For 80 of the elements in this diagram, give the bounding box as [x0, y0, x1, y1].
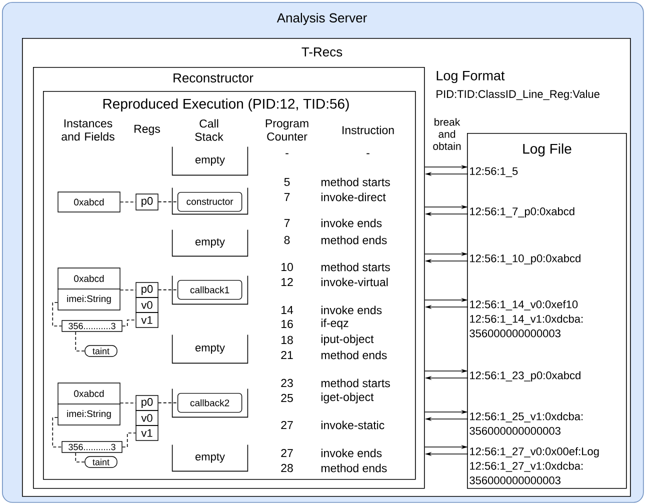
counter-value: 12	[281, 278, 293, 286]
value-box: 356...........3	[62, 441, 122, 453]
instruction-text: iget-object	[321, 392, 374, 404]
log-entry: 12:56:1_23_p0:0xabcd	[470, 371, 580, 382]
dashed-link	[122, 320, 136, 326]
column-header: Regs	[134, 124, 160, 136]
dashed-link	[122, 432, 136, 448]
stack-frame: empty	[172, 444, 248, 472]
stack-frame	[172, 187, 248, 215]
method-box: callback1	[177, 280, 242, 300]
register-box: p0	[136, 194, 158, 210]
stack-frame: empty	[172, 334, 248, 364]
stack-frame	[172, 388, 248, 418]
counter-value: 28	[281, 464, 293, 472]
counter-value: 8	[284, 236, 290, 244]
stack-frame: empty	[172, 229, 248, 257]
counter-value: 7	[284, 193, 290, 201]
register-box: v1	[136, 312, 158, 328]
counter-value: 23	[281, 378, 293, 388]
dashed-link	[158, 289, 178, 290]
register-box: v1	[136, 425, 158, 441]
stack-frame: empty	[172, 146, 248, 176]
taint-tag: taint	[84, 456, 118, 468]
instruction-text: method starts	[321, 378, 390, 388]
column-header: Instances and Fields	[62, 119, 114, 141]
register-box: p0	[136, 395, 158, 411]
counter-value: 27	[281, 421, 293, 430]
counter-value: 7	[284, 219, 290, 227]
counter-value: 18	[281, 336, 293, 344]
dashed-link	[158, 402, 178, 404]
counter-value: 25	[281, 394, 293, 402]
counter-value: 10	[281, 262, 293, 272]
method-box: callback2	[177, 392, 242, 413]
log-entry: 12:56:1_14_v0:0xef10 12:56:1_14_v1:0xdcba: 356000000000003	[470, 300, 583, 338]
column-header: Program Counter	[266, 119, 308, 141]
log-entry: 12:56:1_5	[470, 167, 518, 178]
counter-value: -	[286, 153, 288, 154]
register-box: 0xabcd	[58, 192, 120, 212]
instruction-text: invoke-direct	[321, 192, 386, 202]
format-title: Log Format	[436, 70, 505, 84]
instruction-text: -	[366, 153, 370, 154]
register-box: p0	[136, 282, 158, 298]
stack-frame	[172, 275, 248, 305]
instruction-text: invoke-static	[321, 420, 384, 430]
counter-value: 16	[281, 320, 293, 328]
instruction-text: invoke-virtual	[321, 278, 388, 286]
instruction-text: invoke ends	[321, 218, 382, 228]
instruction-text: iput-object	[321, 334, 374, 346]
counter-value: 27	[281, 449, 293, 458]
register-box: v0	[136, 297, 158, 313]
instruction-text: method ends	[321, 350, 387, 360]
instruction-text: if-eqz	[321, 318, 348, 330]
instruction-text: invoke ends	[321, 306, 382, 314]
dashed-link	[52, 302, 62, 326]
instance-box: 0xabcd imei:String	[57, 382, 121, 426]
log-entry: 12:56:1_7_p0:0xabcd	[470, 207, 574, 218]
method-box: constructor	[177, 192, 242, 212]
counter-value: 14	[281, 306, 294, 314]
log-entry: 12:56:1_25_v1:0xdcba: 356000000000003	[470, 412, 583, 435]
value-box: 356...........3	[62, 320, 122, 332]
dashed-link	[158, 201, 178, 202]
dashed-link	[120, 402, 136, 404]
counter-value: 21	[281, 351, 293, 360]
instruction-text: method starts	[321, 262, 390, 272]
instruction-text: invoke ends	[321, 448, 382, 458]
dashed-link	[52, 417, 62, 448]
column-header: Instruction	[342, 126, 394, 134]
counter-value: 5	[284, 178, 290, 186]
dashed-link	[75, 452, 86, 462]
dashed-link	[75, 331, 86, 352]
register-box: v0	[136, 410, 158, 426]
format-text: PID:TID:ClassID_Line_Reg:Value	[436, 90, 600, 100]
arrow-caption: break and obtain	[433, 118, 461, 150]
instruction-text: method ends	[321, 464, 387, 472]
taint-tag: taint	[84, 345, 118, 357]
instruction-text: method starts	[321, 178, 390, 186]
instruction-text: method ends	[321, 236, 387, 244]
instance-box: 0xabcd imei:String	[57, 268, 121, 310]
log-entry: 12:56:1_10_p0:0xabcd	[470, 254, 580, 264]
log-entry: 12:56:1_27_v0:0x00ef:Log 12:56:1_27_v1:0xdcba: 356000000000003	[470, 447, 599, 484]
